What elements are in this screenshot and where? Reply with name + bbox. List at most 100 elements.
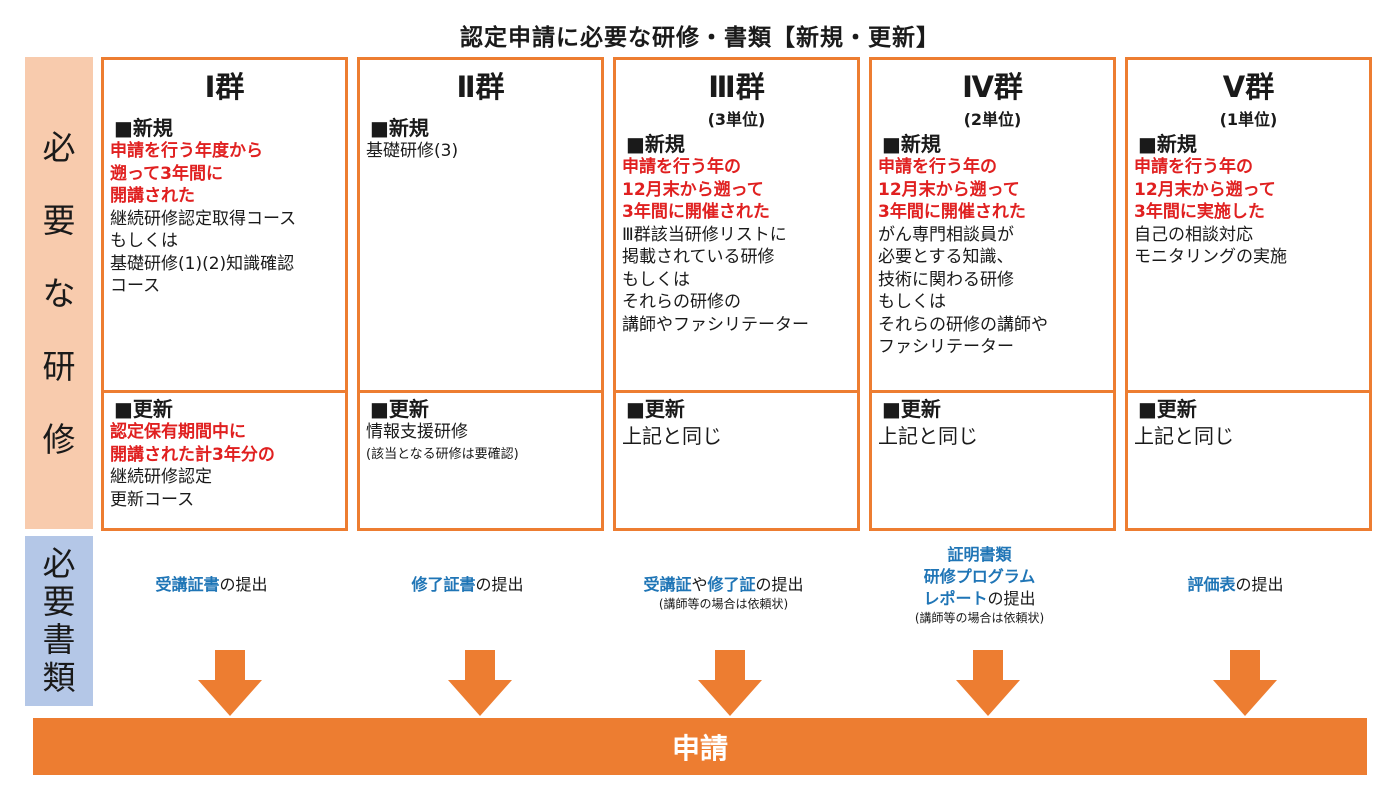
renewal-label: ■更新 [114,397,173,421]
arrow-shape [198,650,262,716]
group-name: Ⅲ群 [708,70,765,104]
document-text: の提出 [219,575,268,594]
renewal-note: (該当となる研修は要確認) [366,446,519,462]
renewal-label: ■更新 [370,397,429,421]
document-text: の提出 [987,589,1036,608]
requirement-text: 継続研修認定取得コース [110,208,297,229]
down-arrow-icon [956,650,1020,716]
document-name: 受講証 [643,575,692,594]
new-label: ■新規 [1138,132,1197,156]
side-label-documents: 必要書類 [25,536,93,706]
required-document: 修了証書の提出 [345,574,590,596]
requirement-period: 12月末から遡って [622,179,764,200]
requirement-text: もしくは [110,231,178,251]
requirement-text: もしくは [878,292,946,312]
document-text: や [691,575,708,594]
requirement-text: 講師やファシリテーター [622,314,809,335]
renewal-period: 認定保有期間中に [110,422,246,442]
requirement-period: 申請を行う年の [878,157,997,177]
page-title: 認定申請に必要な研修・書類【新規・更新】 [460,25,940,51]
arrow-shape [1213,650,1277,716]
new-requirements-box: Ⅱ群■新規基礎研修(3) [357,57,604,393]
renewal-label: ■更新 [626,397,685,421]
requirement-period: 12月末から遡って [1134,179,1276,200]
required-document: 受講証や修了証の提出(講師等の場合は依頼状) [601,574,846,612]
renewal-text: 上記と同じ [878,424,978,448]
side-char: 類 [42,658,76,697]
group-units: (2単位) [963,110,1022,129]
document-line: 修了証書の提出 [345,574,590,596]
down-arrow-icon [198,650,262,716]
document-text: の提出 [1235,575,1284,594]
document-name: 修了証書 [411,575,476,594]
side-char: な [42,273,76,313]
requirement-period: 3年間に開催された [622,202,770,222]
document-name: 受講証書 [155,575,220,594]
renewal-text: 更新コース [110,489,195,510]
requirement-text: がん専門相談員が [878,224,1014,245]
renewal-text: 上記と同じ [1134,424,1234,448]
requirement-text: 技術に関わる研修 [878,269,1014,290]
requirement-text: 掲載されている研修 [622,247,775,267]
requirement-period: 遡って3年間に [110,163,223,184]
down-arrow-icon [1213,650,1277,716]
side-char: 書 [42,620,76,659]
new-label: ■新規 [626,132,685,156]
side-char: 要 [42,582,76,621]
requirement-period: 申請を行う年度から [110,141,263,161]
group-units: (3単位) [707,110,766,129]
document-name: 評価表 [1187,575,1236,594]
renewal-label: ■更新 [1138,397,1197,421]
document-line: 受講証書の提出 [89,574,334,596]
arrow-shape [956,650,1020,716]
document-text: の提出 [475,575,524,594]
requirement-text: それらの研修の [622,292,741,312]
document-line: レポートの提出 [857,588,1102,610]
document-note: (講師等の場合は依頼状) [914,611,1045,625]
required-document: 受講証書の提出 [89,574,334,596]
document-name: 証明書類 [947,545,1012,564]
document-line: 評価表の提出 [1113,574,1358,596]
down-arrow-icon [698,650,762,716]
side-label-training: 必要な研修 [25,57,93,529]
requirement-text: もしくは [622,269,690,290]
group-units: (1単位) [1219,110,1278,129]
requirement-period: 3年間に実施した [1134,202,1265,222]
required-document: 証明書類研修プログラムレポートの提出(講師等の場合は依頼状) [857,544,1102,626]
renewal-requirements-box: ■更新情報支援研修 (該当となる研修は要確認) [357,390,604,531]
requirement-text: 自己の相談対応 [1134,224,1253,245]
renewal-requirements-box: ■更新認定保有期間中に開講された計3年分の継続研修認定更新コース [101,390,348,531]
new-label: ■新規 [114,116,173,140]
renewal-period: 開講された計3年分の [110,444,275,465]
requirement-text: 基礎研修(3) [366,141,459,161]
document-name: 研修プログラム [923,567,1036,586]
requirement-period: 開講された [110,186,195,206]
document-line: 証明書類 [857,544,1102,566]
group-name: Ⅳ群 [962,70,1023,104]
renewal-text: 情報支援研修 [366,422,468,442]
renewal-text: 上記と同じ [622,424,722,448]
renewal-requirements-box: ■更新上記と同じ [613,390,860,531]
down-arrow-icon [448,650,512,716]
side-char: 修 [42,419,76,459]
arrow-shape [698,650,762,716]
group-name: Ⅴ群 [1222,70,1275,104]
new-label: ■新規 [370,116,429,140]
required-document: 評価表の提出 [1113,574,1358,596]
requirement-period: 3年間に開催された [878,202,1026,222]
requirement-text: コース [110,276,161,296]
requirement-text: 基礎研修(1)(2)知識確認 [110,253,295,274]
side-char: 研 [42,346,76,386]
requirement-text: それらの研修の講師や [878,314,1048,335]
apply-bar: 申請 [33,718,1367,775]
document-line: 受講証や修了証の提出 [601,574,846,596]
document-note: (講師等の場合は依頼状) [658,597,789,611]
requirement-text: Ⅲ群該当研修リストに [622,224,787,245]
renewal-text: 継続研修認定 [110,467,212,487]
requirement-period: 申請を行う年の [1134,157,1253,177]
document-text: の提出 [755,575,804,594]
renewal-label: ■更新 [882,397,941,421]
requirement-period: 申請を行う年の [622,157,741,177]
